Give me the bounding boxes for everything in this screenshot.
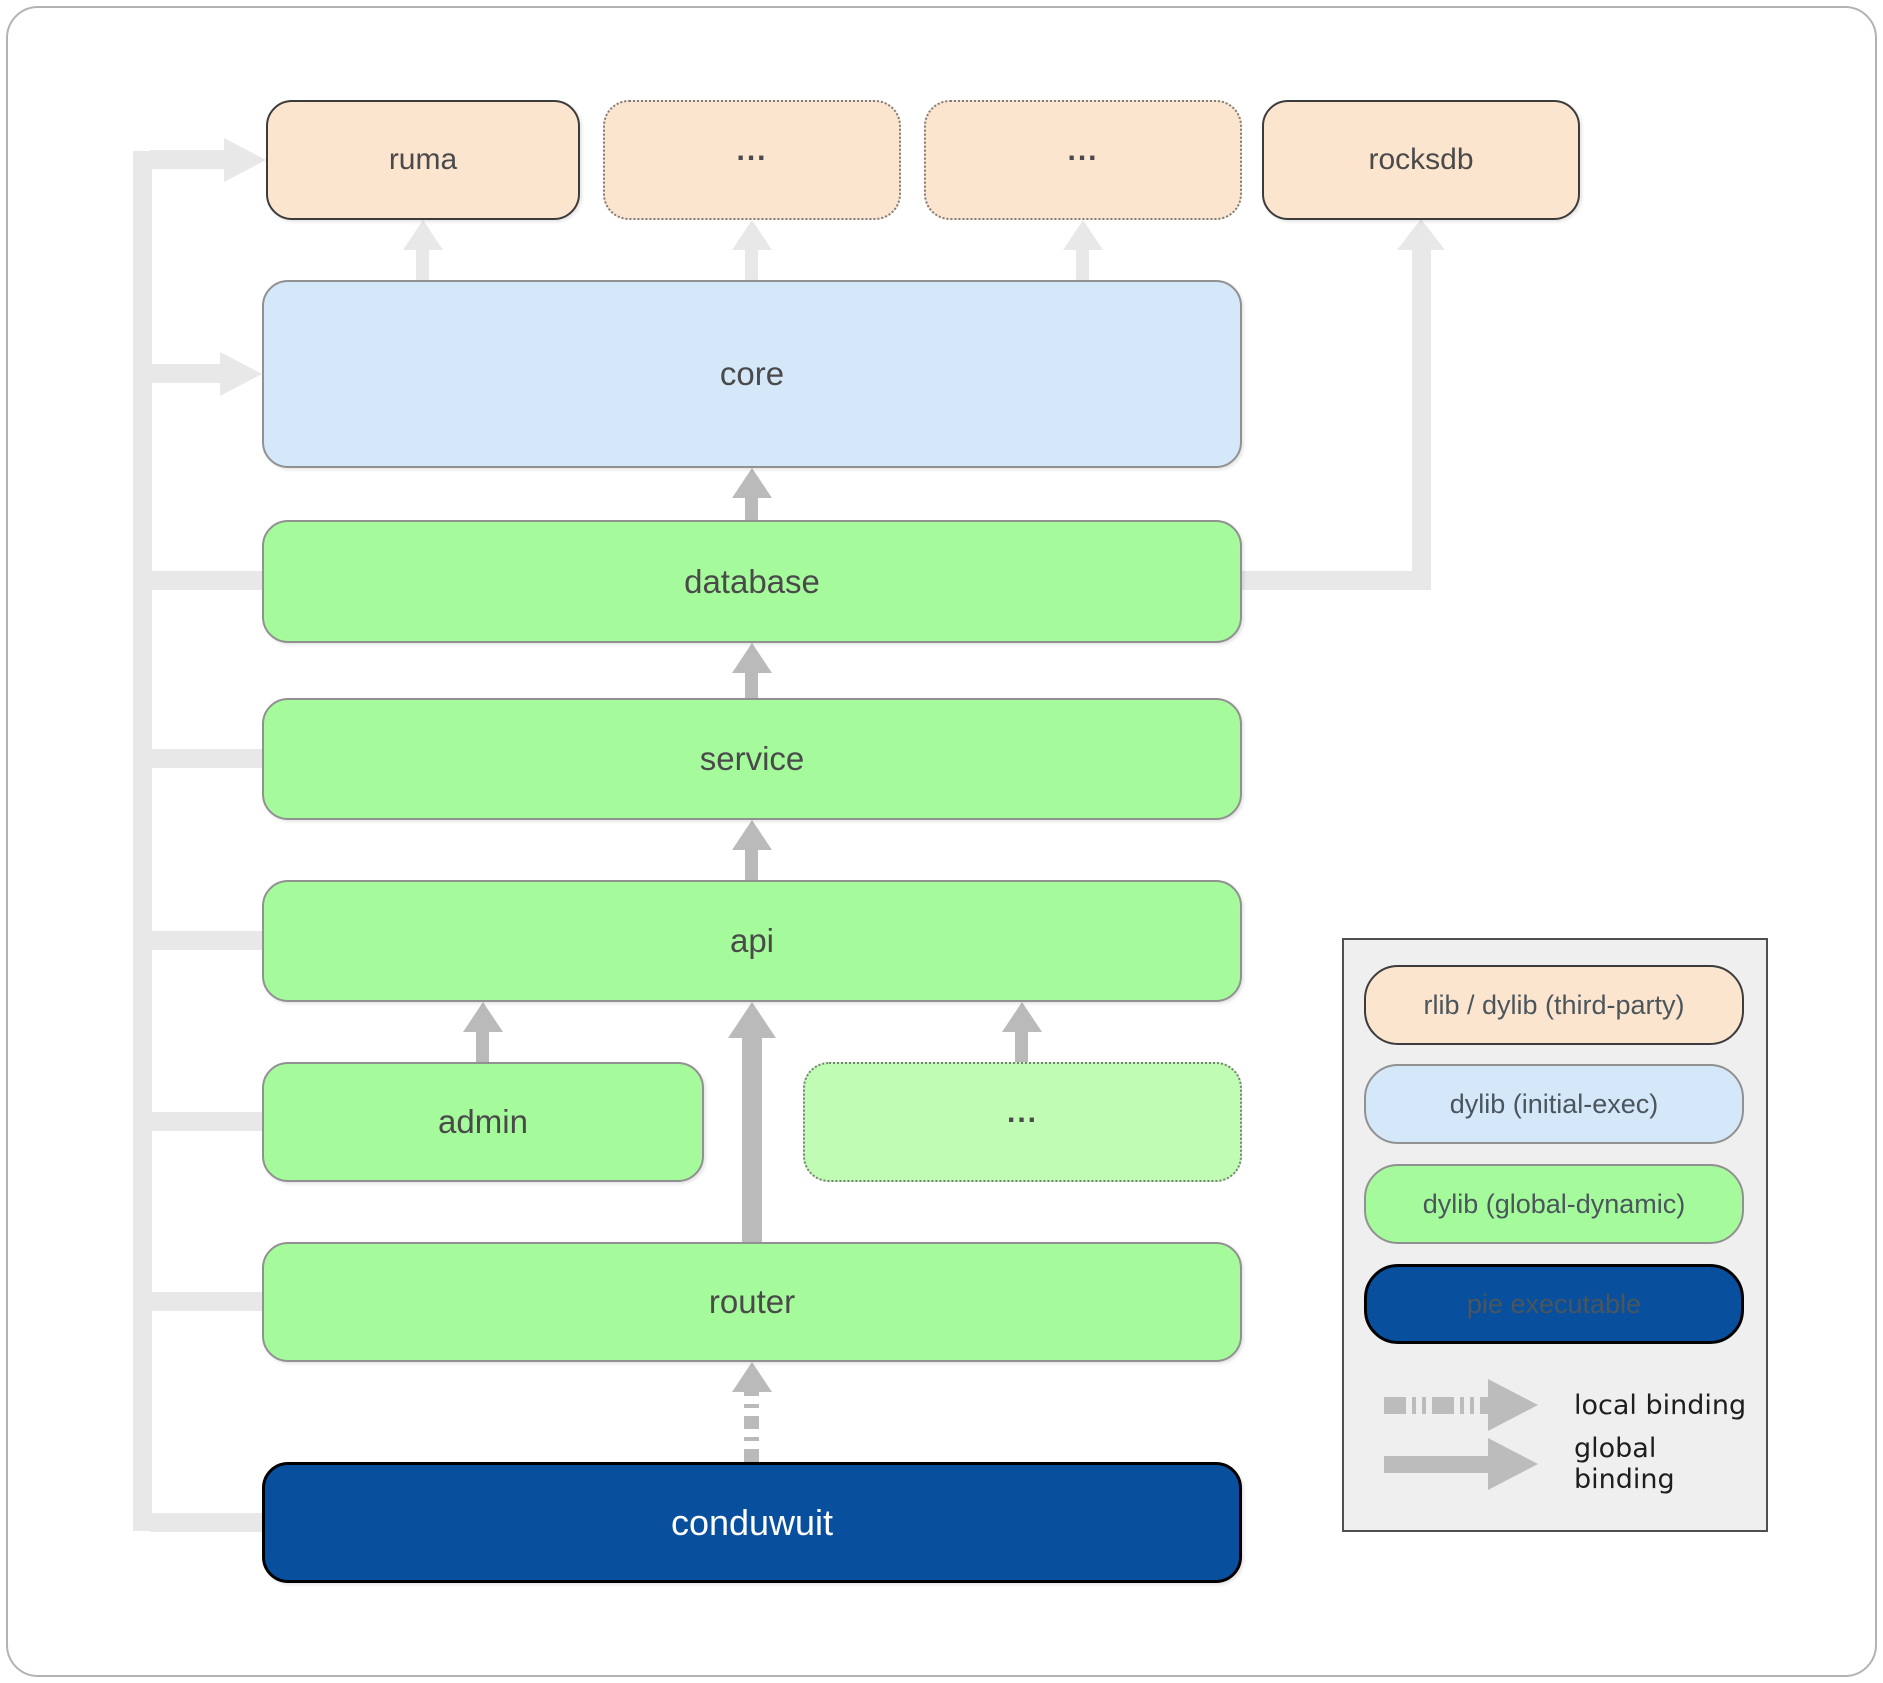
node-conduwuit: conduwuit [262,1462,1242,1583]
node-database-label: database [684,562,820,600]
legend-item-pie-executable-label: pie executable [1466,1288,1642,1319]
node-mid-ellipsis: ... [803,1062,1242,1182]
edge-database-rocksdb-vertical [1412,248,1431,590]
edge-router-api [742,1036,762,1242]
node-service-label: service [699,740,805,777]
arrowhead-admin-api-icon [463,1002,503,1032]
legend-item-pie-executable: pie executable [1364,1264,1744,1344]
edge-database-rocksdb-horizontal [1242,571,1431,590]
legend-item-third-party: rlib / dylib (third-party) [1364,965,1744,1045]
edge-conduwuit-source [150,1513,264,1532]
local-binding-arrow-icon [1384,1397,1488,1414]
node-admin-label: admin [438,1103,528,1140]
edge-conduwuit-api [150,931,264,950]
edge-service-database [745,671,758,698]
node-ruma: ruma [266,100,580,220]
arrowhead-conduwuit-router-icon [732,1362,772,1392]
arrowhead-database-core-icon [732,468,772,498]
node-api: api [262,880,1242,1002]
node-core: core [262,280,1242,468]
edge-api-service [745,848,758,880]
global-binding-label: global binding [1574,1433,1675,1495]
edge-conduwuit-router [744,1390,759,1462]
legend-item-initial-exec: dylib (initial-exec) [1364,1064,1744,1144]
edge-admin-api [476,1030,489,1062]
edge-core-ellipsis2 [1076,247,1089,280]
legend: rlib / dylib (third-party) dylib (initia… [1342,938,1768,1532]
local-binding-label: local binding [1574,1389,1747,1421]
node-api-label: api [729,922,775,959]
node-router: router [262,1242,1242,1362]
legend-item-global-dynamic: dylib (global-dynamic) [1364,1164,1744,1244]
arrowhead-right-ruma-icon [224,138,266,182]
node-top-ellipsis-1-label: ... [736,134,768,167]
arrowhead-router-api-icon [728,1002,776,1038]
global-binding-arrow-icon [1384,1456,1488,1473]
edge-database-core [745,496,758,520]
arrowhead-core-ellipsis2-icon [1063,220,1103,250]
node-top-ellipsis-1: ... [603,100,901,220]
outer-frame [6,6,1877,1677]
legend-item-initial-exec-label: dylib (initial-exec) [1449,1088,1659,1119]
edge-core-ellipsis1 [745,247,758,280]
arrowhead-database-rocksdb-icon [1397,219,1445,250]
node-mid-ellipsis-label: ... [1006,1096,1038,1129]
edge-conduwuit-database [150,571,264,590]
node-database: database [262,520,1242,643]
edge-conduwuit-admin [150,1112,264,1131]
arrowhead-right-core-icon [220,352,262,396]
arrowhead-ellipsis-api-icon [1002,1002,1042,1032]
node-admin: admin [262,1062,704,1182]
tree-vertical-line [133,151,152,1531]
global-binding-arrowhead-icon [1488,1438,1538,1490]
node-top-ellipsis-2-label: ... [1067,134,1099,167]
node-service: service [262,698,1242,820]
node-top-ellipsis-2: ... [924,100,1242,220]
edge-core-ruma [416,247,429,280]
node-ruma-label: ruma [388,143,458,176]
legend-item-third-party-label: rlib / dylib (third-party) [1423,989,1685,1020]
node-rocksdb: rocksdb [1262,100,1580,220]
node-router-label: router [708,1283,796,1320]
edge-ellipsis-api [1015,1030,1028,1062]
arrowhead-api-service-icon [732,820,772,850]
arrowhead-service-database-icon [732,643,772,673]
legend-item-global-dynamic-label: dylib (global-dynamic) [1422,1188,1686,1219]
edge-conduwuit-ruma [150,150,224,169]
arrowhead-core-ellipsis1-icon [732,220,772,250]
node-conduwuit-label: conduwuit [670,1501,834,1543]
node-rocksdb-label: rocksdb [1368,143,1474,176]
local-binding-arrowhead-icon [1488,1379,1538,1431]
edge-conduwuit-router-side [150,1292,264,1311]
edge-conduwuit-service [150,749,264,768]
node-core-label: core [719,355,785,392]
edge-conduwuit-core [150,364,220,383]
arrowhead-core-ruma-icon [403,220,443,250]
